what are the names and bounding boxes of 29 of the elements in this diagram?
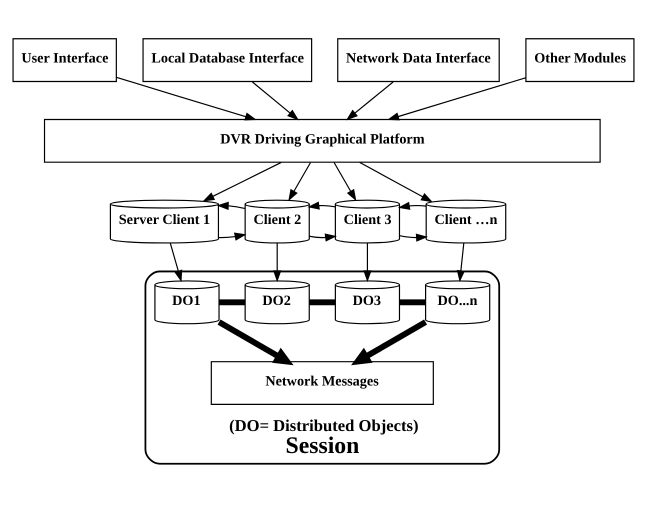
arrow [116, 76, 257, 120]
arrow [334, 162, 356, 201]
arrow [309, 232, 337, 242]
arrow [288, 162, 311, 201]
connector [309, 298, 336, 305]
arrow [170, 242, 182, 282]
node-box: DVR Driving Graphical Platform [44, 118, 601, 162]
node-box: Local Database Interface [142, 38, 312, 82]
arrow [351, 318, 428, 365]
arrow [218, 232, 246, 240]
arrow [363, 242, 372, 282]
arrow [456, 242, 466, 282]
connector [219, 298, 245, 305]
arrow [216, 201, 245, 210]
arrow [273, 242, 282, 282]
arrow [346, 80, 394, 120]
connector [400, 298, 426, 305]
arrow [387, 76, 526, 120]
arrow [202, 161, 282, 201]
arrow [359, 161, 433, 202]
node-box: User Interface [12, 38, 117, 82]
node-box: Network Messages [210, 360, 434, 404]
arrow [252, 80, 299, 120]
arrow [398, 201, 426, 210]
node-box: Other Modules [525, 38, 635, 82]
arrow [218, 318, 294, 365]
arrow [400, 232, 428, 242]
node-box: Network Data Interface [337, 38, 500, 82]
arrow [308, 200, 336, 210]
